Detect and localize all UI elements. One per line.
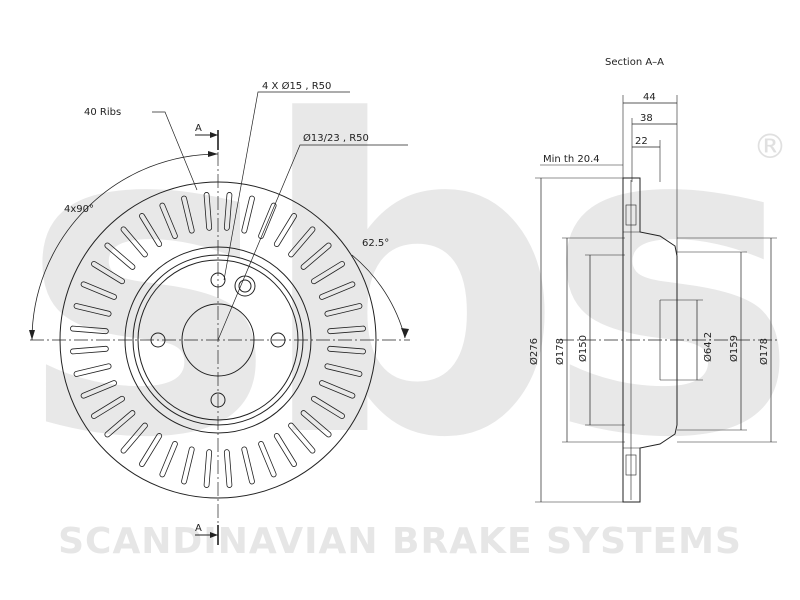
hat-inner-ring bbox=[137, 259, 299, 421]
label-width-44: 44 bbox=[643, 92, 656, 103]
bolt-hole-bottom bbox=[210, 392, 226, 408]
vent-rib bbox=[258, 202, 277, 239]
disc-inner-ring bbox=[124, 246, 312, 434]
vent-rib bbox=[327, 325, 366, 335]
label-d150: Ø150 bbox=[577, 335, 589, 362]
label-d276: Ø276 bbox=[528, 338, 540, 365]
vent-rib bbox=[258, 441, 277, 478]
label-width-38: 38 bbox=[640, 113, 653, 124]
vent-rib bbox=[319, 281, 356, 300]
vent-rib bbox=[70, 325, 109, 335]
vent-rib bbox=[91, 395, 125, 419]
vent-rib bbox=[70, 345, 109, 355]
angle-arc-4x90 bbox=[31, 153, 219, 341]
vent-rib bbox=[273, 213, 297, 247]
label-angle-4x90: 4x90° bbox=[64, 204, 94, 215]
vent-rib bbox=[91, 261, 125, 285]
arrowhead bbox=[210, 132, 218, 138]
label-d178-left: Ø178 bbox=[554, 338, 566, 365]
vent-rib bbox=[319, 380, 356, 399]
arrowhead bbox=[210, 532, 218, 538]
hat-outer-ring bbox=[132, 254, 304, 426]
vent-rib bbox=[311, 395, 345, 419]
leader-ribs bbox=[152, 111, 198, 191]
label-min-thickness: Min th 20.4 bbox=[543, 154, 600, 165]
company-name: SCANDINAVIAN BRAKE SYSTEMS bbox=[58, 521, 742, 562]
vent-rib bbox=[120, 226, 148, 258]
center-bore bbox=[181, 303, 255, 377]
section-title: Section A–A bbox=[605, 57, 664, 68]
vent-rib bbox=[159, 202, 178, 239]
section-view bbox=[535, 95, 780, 503]
vent-rib bbox=[241, 446, 255, 485]
vent-rib bbox=[324, 303, 363, 317]
vent-rib bbox=[273, 433, 297, 467]
vent-rib bbox=[73, 363, 112, 377]
label-d159: Ø159 bbox=[728, 335, 740, 362]
label-section-a-top: A bbox=[195, 123, 202, 134]
label-section-a-bottom: A bbox=[195, 523, 202, 534]
vent-rib bbox=[139, 213, 163, 247]
arrowhead bbox=[29, 330, 35, 340]
vent-rib bbox=[288, 226, 316, 258]
label-d178-right: Ø178 bbox=[758, 338, 770, 365]
registered-mark: ® bbox=[753, 127, 787, 167]
label-d64-2: Ø64.2 bbox=[702, 332, 714, 362]
vent-rib bbox=[104, 410, 136, 438]
vent-rib bbox=[223, 192, 233, 231]
label-angle-62-5: 62.5° bbox=[362, 238, 389, 249]
leader-center-hole bbox=[217, 144, 408, 341]
vent-rib bbox=[288, 422, 316, 454]
vent-rib bbox=[324, 363, 363, 377]
locating-hole-inner bbox=[238, 279, 252, 293]
label-width-22: 22 bbox=[635, 136, 648, 147]
vent-rib bbox=[203, 192, 213, 231]
vent-rib bbox=[80, 281, 117, 300]
label-bolt-holes: 4 X Ø15 , R50 bbox=[262, 80, 331, 92]
leader-bolt-holes bbox=[223, 91, 350, 281]
vent-rib bbox=[80, 380, 117, 399]
vent-rib bbox=[181, 195, 195, 234]
bolt-hole-right bbox=[270, 332, 286, 348]
vent-rib bbox=[203, 449, 213, 488]
vent-rib bbox=[120, 422, 148, 454]
arrowhead bbox=[208, 151, 218, 157]
arrowhead bbox=[401, 328, 409, 338]
disc-outer-edge bbox=[59, 181, 377, 499]
bolt-hole-left bbox=[150, 332, 166, 348]
label-center-hole: Ø13/23 , R50 bbox=[303, 132, 369, 144]
vent-rib bbox=[73, 303, 112, 317]
label-ribs: 40 Ribs bbox=[84, 107, 121, 118]
front-view bbox=[29, 91, 410, 545]
vent-rib bbox=[223, 449, 233, 488]
vent-rib bbox=[327, 345, 366, 355]
vent-rib bbox=[139, 433, 163, 467]
bolt-hole-top bbox=[210, 272, 226, 288]
vent-rib bbox=[181, 446, 195, 485]
vent-rib bbox=[300, 242, 332, 270]
vent-rib bbox=[311, 261, 345, 285]
vent-rib bbox=[159, 441, 178, 478]
vent-rib bbox=[241, 195, 255, 234]
vent-ribs bbox=[70, 192, 366, 488]
vent-rib bbox=[104, 242, 136, 270]
watermark-logo: sbs bbox=[20, 32, 786, 532]
vent-rib bbox=[300, 410, 332, 438]
